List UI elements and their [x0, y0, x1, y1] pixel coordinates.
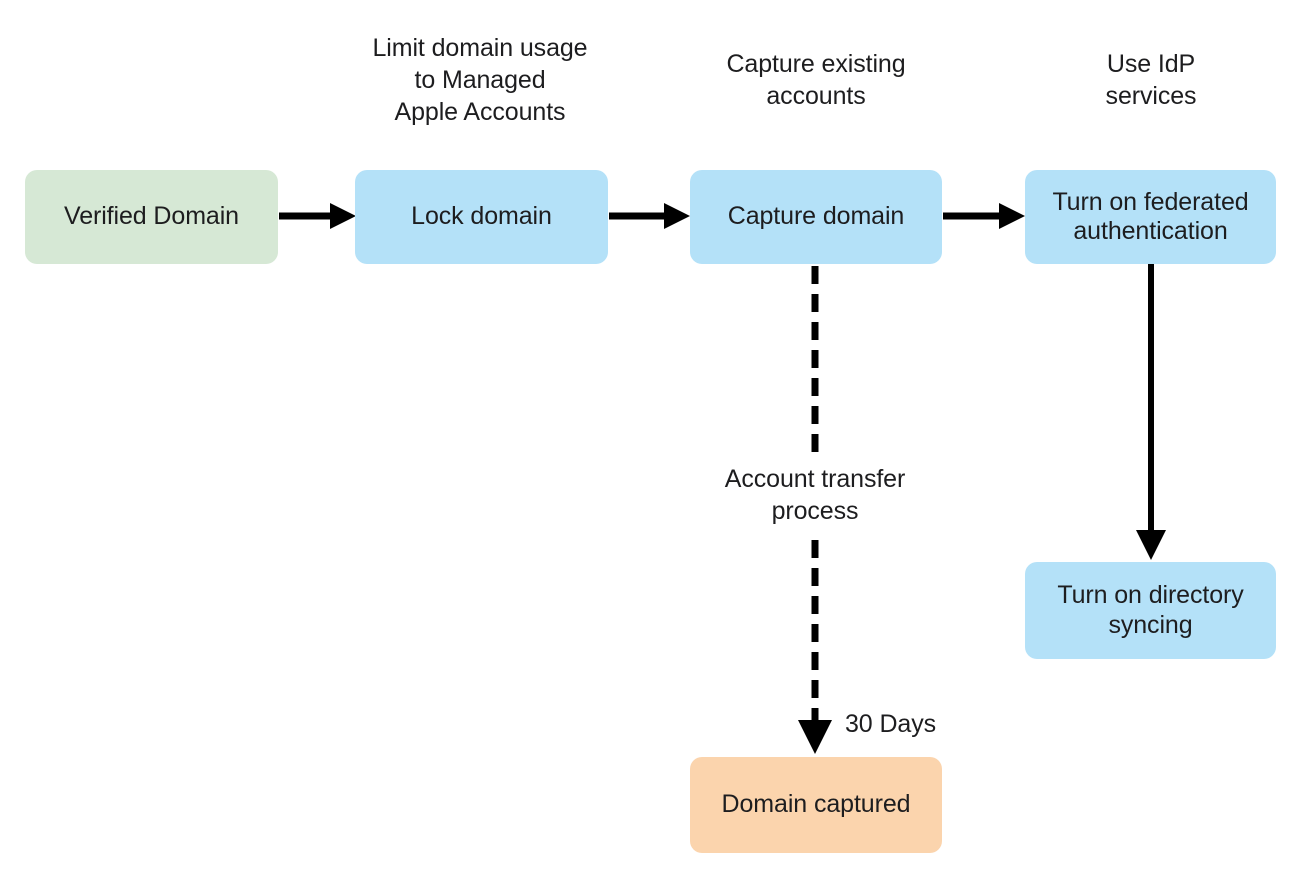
edge-lock-to-capture — [609, 203, 690, 229]
edge-capture-to-federated — [943, 203, 1025, 229]
node-verified-domain[interactable]: Verified Domain — [25, 170, 278, 264]
node-label: Verified Domain — [64, 202, 239, 231]
node-turn-on-directory-syncing[interactable]: Turn on directory syncing — [1025, 562, 1276, 659]
node-label: Turn on directory syncing — [1057, 581, 1244, 639]
edge-verified-to-lock — [279, 203, 356, 229]
caption-capture-domain: Capture existing accounts — [726, 50, 906, 110]
caption-lock-domain: Limit domain usage to Managed Apple Acco… — [372, 34, 588, 126]
edge-label-account-transfer: Account transfer process — [724, 465, 906, 525]
node-turn-on-federated-authentication[interactable]: Turn on federated authentication — [1025, 170, 1276, 264]
node-label: Domain captured — [721, 790, 911, 819]
node-lock-domain[interactable]: Lock domain — [355, 170, 608, 264]
node-domain-captured[interactable]: Domain captured — [690, 757, 942, 853]
node-capture-domain[interactable]: Capture domain — [690, 170, 942, 264]
node-label: Capture domain — [727, 202, 905, 231]
edge-federated-to-directory-syncing — [1136, 264, 1166, 560]
edge-label-30-days: 30 Days — [845, 710, 937, 738]
node-label: Turn on federated authentication — [1052, 187, 1249, 246]
edge-capture-to-domain-captured — [798, 266, 832, 754]
node-label: Lock domain — [411, 202, 552, 231]
caption-federated-authentication: Use IdP services — [1105, 50, 1197, 110]
